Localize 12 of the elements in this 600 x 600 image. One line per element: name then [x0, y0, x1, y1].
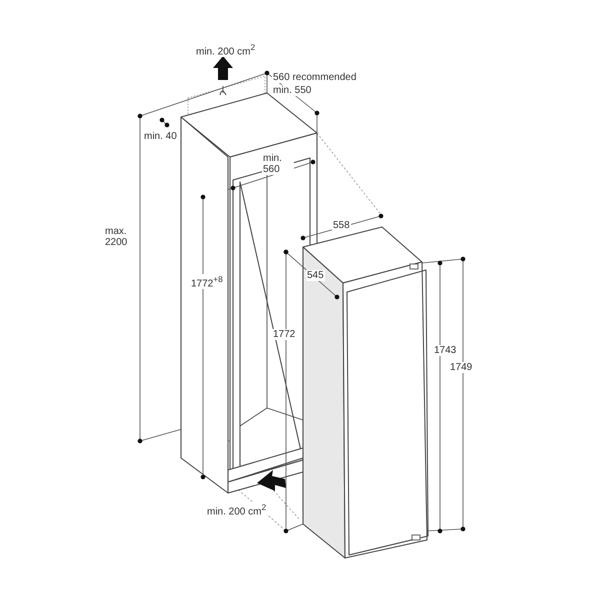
dimension-text: 1772 — [272, 329, 296, 340]
dimension-text: 560 recommended — [272, 72, 358, 83]
dimension-text: 1749 — [449, 362, 474, 373]
dimension-text: 1772$^{+8}$ — [190, 274, 224, 290]
dimension-text: 558 — [332, 220, 351, 231]
dimension-text: min. 40 — [143, 131, 178, 142]
dimension-text: min. 550 — [272, 85, 312, 96]
dimension-text: min. 200 cm$^{2}$ — [206, 502, 268, 518]
dimension-text: 545 — [306, 270, 325, 281]
dimension-text: min. 200 cm$^{2}$ — [195, 42, 256, 58]
dimension-text: min. 560 — [262, 153, 294, 175]
dimension-text: 1743 — [433, 345, 458, 356]
